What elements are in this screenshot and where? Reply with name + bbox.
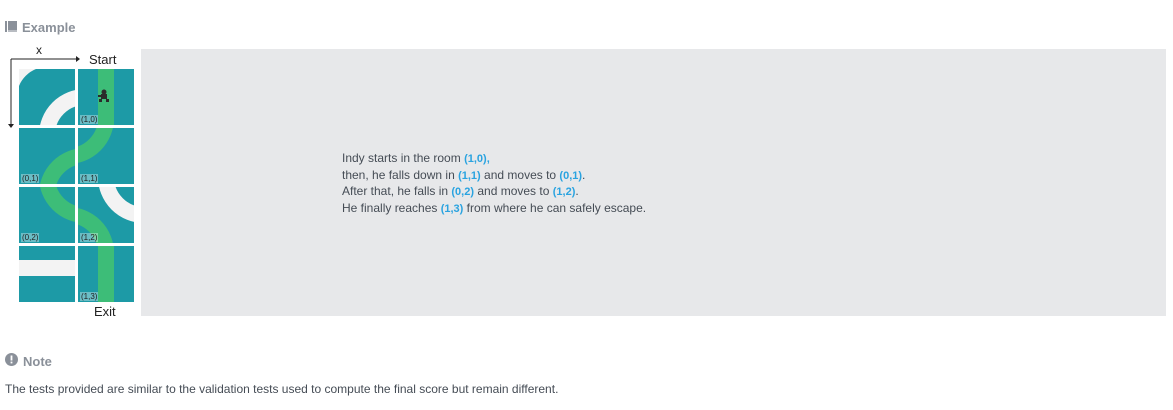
explanation-line: After that, he falls in (0,2) and moves … (342, 184, 579, 198)
tile-0-3 (19, 246, 75, 302)
tile-coord: (1,1) (80, 174, 99, 183)
tile-coord: (0,1) (21, 174, 40, 183)
example-heading: Example (5, 19, 75, 35)
note-heading: Note (5, 353, 52, 369)
explanation-line: then, he falls down in (1,1) and moves t… (342, 167, 586, 182)
tile-0-0 (19, 69, 75, 125)
tile-coord: (1,0) (80, 115, 99, 124)
axis-arrows (8, 56, 80, 128)
start-label: Start (89, 52, 117, 67)
exclamation-icon (5, 353, 18, 369)
exit-label: Exit (94, 304, 116, 319)
x-axis-label: x (36, 43, 42, 57)
note-title-text: Note (23, 353, 52, 369)
tile-1-0: (1,0) (78, 69, 134, 125)
tile-1-2: (1,2) (78, 187, 134, 243)
explanation-text: Indy starts in the room (1,0), then, he … (342, 151, 646, 217)
tile-coord: (0,2) (21, 233, 40, 242)
example-title-text: Example (22, 19, 76, 35)
example-figure: x Start (1,0) (0,1) (1,1) (0,2) (1,2) (0, 40, 140, 325)
tile-1-3: (1,3) (78, 246, 134, 302)
book-icon (5, 20, 17, 35)
explanation-panel: Indy starts in the room (1,0), then, he … (141, 49, 1166, 316)
tile-0-2: (0,2) (19, 187, 75, 243)
explanation-line: Indy starts in the room (1,0), (342, 151, 490, 165)
tile-1-1: (1,1) (78, 128, 134, 184)
tile-coord: (1,2) (80, 233, 99, 242)
tile-coord: (1,3) (80, 292, 99, 301)
tile-0-1: (0,1) (19, 128, 75, 184)
explanation-line: He finally reaches (1,3) from where he c… (342, 200, 647, 215)
note-text: The tests provided are similar to the va… (5, 382, 559, 396)
